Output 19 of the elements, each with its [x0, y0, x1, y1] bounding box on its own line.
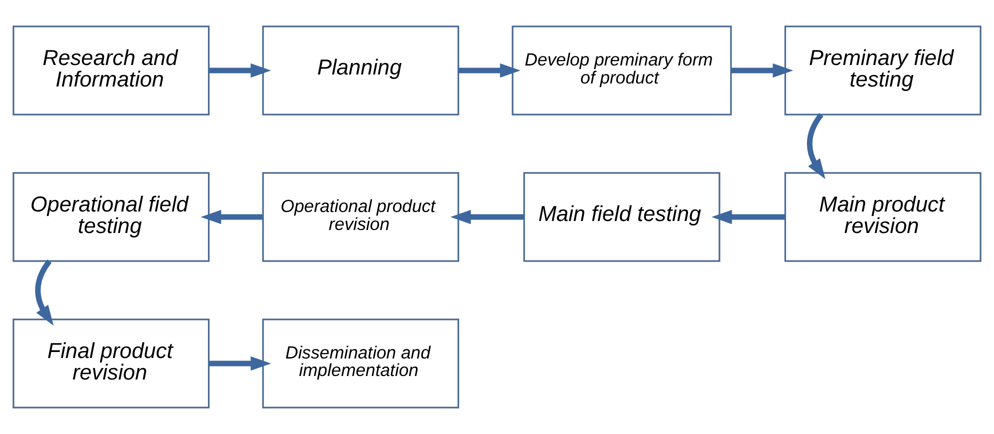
- arrow: [208, 63, 272, 78]
- arrow: [200, 210, 263, 224]
- node-box: Preminary field testing: [784, 26, 982, 116]
- node-box: Planning: [262, 26, 460, 116]
- node-box: Develop preminary form of product: [512, 26, 732, 116]
- node-box: Main field testing: [523, 172, 720, 262]
- arrow: [806, 113, 826, 180]
- arrow: [450, 210, 524, 224]
- node-box: Dissemination and implementation: [262, 318, 460, 408]
- node-box: Main product revision: [784, 172, 982, 262]
- node-box: Operational field testing: [12, 172, 210, 262]
- node-box: Final product revision: [12, 318, 210, 408]
- arrow: [35, 260, 54, 326]
- arrow: [208, 356, 272, 371]
- node-box: Operational product revision: [262, 172, 460, 262]
- node-box: Research and Information: [12, 26, 210, 116]
- arrow: [731, 63, 794, 78]
- arrow: [712, 210, 786, 224]
- arrow: [458, 63, 520, 78]
